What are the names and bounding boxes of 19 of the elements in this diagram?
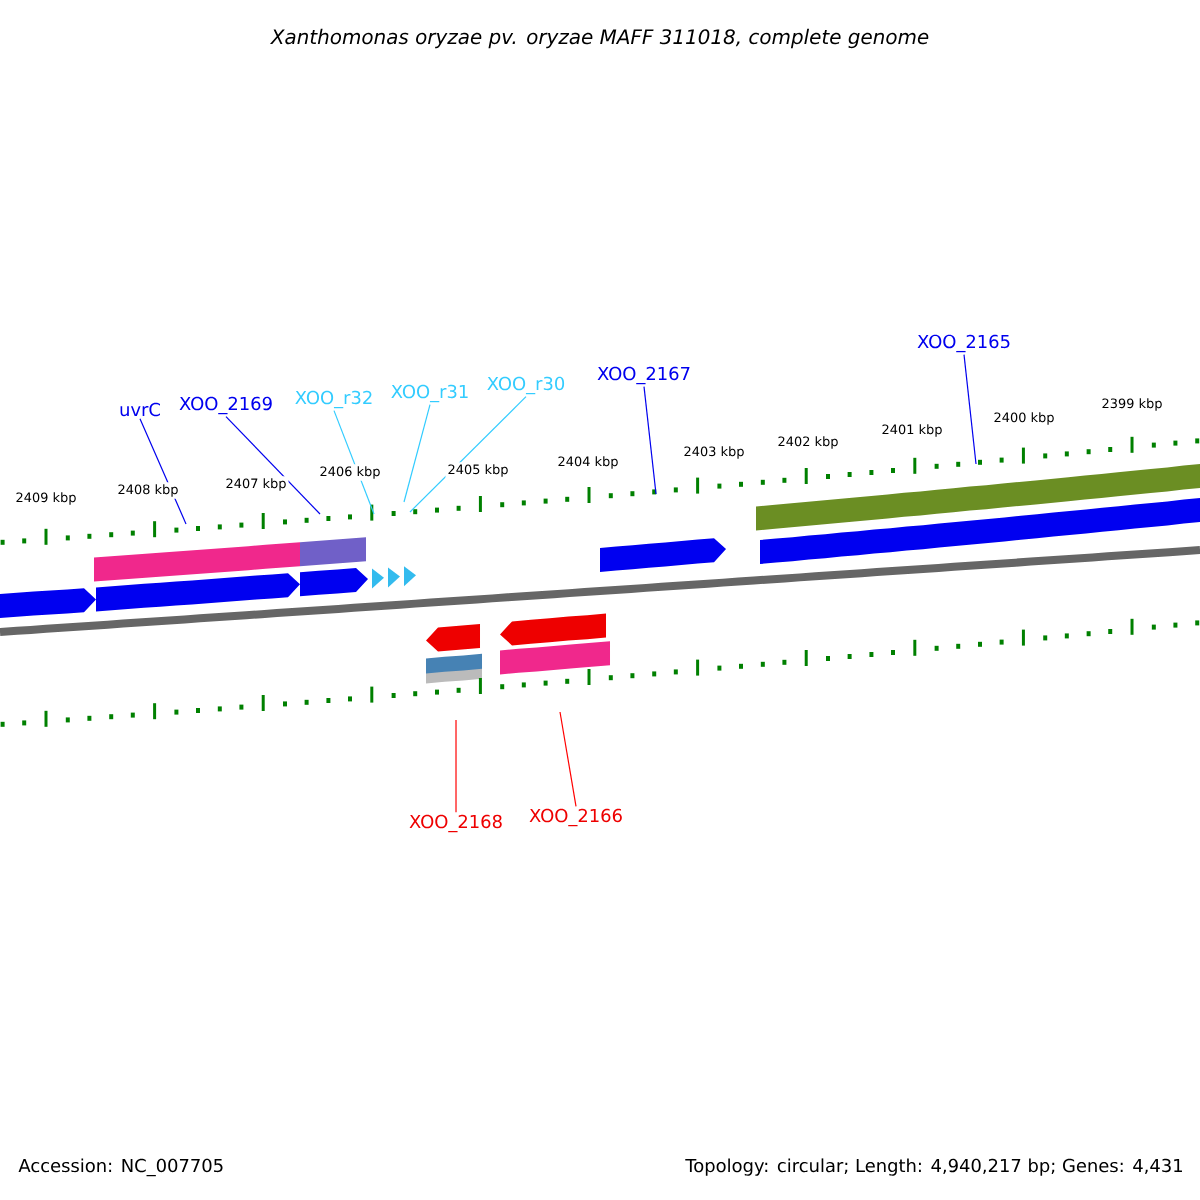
leader-line [643, 386, 657, 495]
gene-label: XOO_r31 [391, 384, 468, 403]
leader-line [455, 719, 457, 813]
gene-label: uvrC [120, 402, 160, 417]
genome-stats-text: Topology: circular; Length: 4,940,217 bp; Genes: 4,431 [685, 1158, 1182, 1176]
accession-text: Accession: NC_007705 [18, 1158, 223, 1177]
leader-line [409, 396, 527, 513]
leader-line [559, 711, 577, 807]
leader-line [403, 404, 431, 503]
leader-line [225, 416, 321, 515]
gene-label: XOO_r32 [295, 390, 372, 409]
gene-label: XOO_2167 [597, 366, 690, 385]
gene-label: XOO_2168 [409, 814, 502, 833]
leader-line [963, 354, 977, 465]
gene-label: XOO_r30 [487, 376, 565, 395]
gene-label: XOO_2165 [917, 334, 1010, 353]
gene-label: XOO_2169 [179, 396, 272, 415]
title: Xanthomonas oryzae pv. oryzae MAFF 311018, complete genome [270, 28, 929, 49]
gene-label: XOO_2166 [529, 808, 622, 827]
